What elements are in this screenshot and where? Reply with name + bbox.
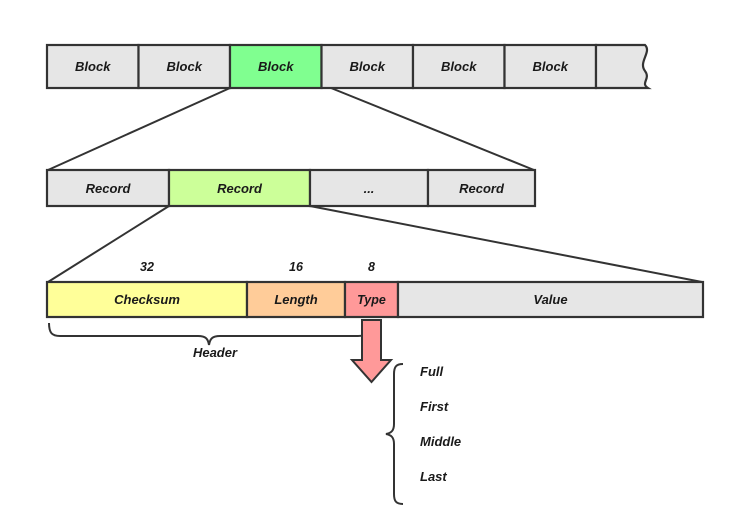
record-cell-2-ellipsis[interactable] [308,168,430,208]
record-cell-3[interactable] [426,168,537,208]
bit-label-length: 16 [289,260,303,274]
connector-block-to-record [47,87,535,171]
block-row-group [45,43,652,90]
record-cell-1-highlighted[interactable] [167,168,312,208]
type-value-full: Full [420,364,444,379]
type-values-curly-brace [385,363,404,505]
block-cell-1[interactable] [137,43,232,90]
connector-line-right-2 [309,205,703,283]
type-value-last: Last [420,469,447,484]
block-cell-2-highlighted[interactable] [228,43,323,90]
connector-record-to-header [47,205,703,283]
connector-line-left [47,87,231,171]
header-brace-label: Header [192,345,238,360]
header-field-type[interactable] [343,280,400,319]
record-cell-0[interactable] [45,168,171,208]
header-curly-brace [48,322,370,346]
block-cell-5[interactable] [503,43,598,90]
block-cell-0[interactable] [45,43,140,90]
header-field-length[interactable] [245,280,347,319]
header-row-group [45,280,705,319]
block-cell-3[interactable] [320,43,415,90]
bit-label-checksum: 32 [140,260,154,274]
block-cell-4[interactable] [411,43,506,90]
header-field-checksum[interactable] [45,280,249,319]
type-arrow [349,319,394,384]
type-value-middle: Middle [420,434,462,449]
connector-line-right [330,87,535,171]
record-row-group [45,168,537,208]
type-value-first: First [420,399,449,414]
bit-label-type: 8 [368,260,375,274]
type-arrow-shape [349,319,394,384]
block-cell-continuation-tail [594,43,652,90]
connector-line-left-2 [47,205,170,283]
header-field-value[interactable] [396,280,705,319]
